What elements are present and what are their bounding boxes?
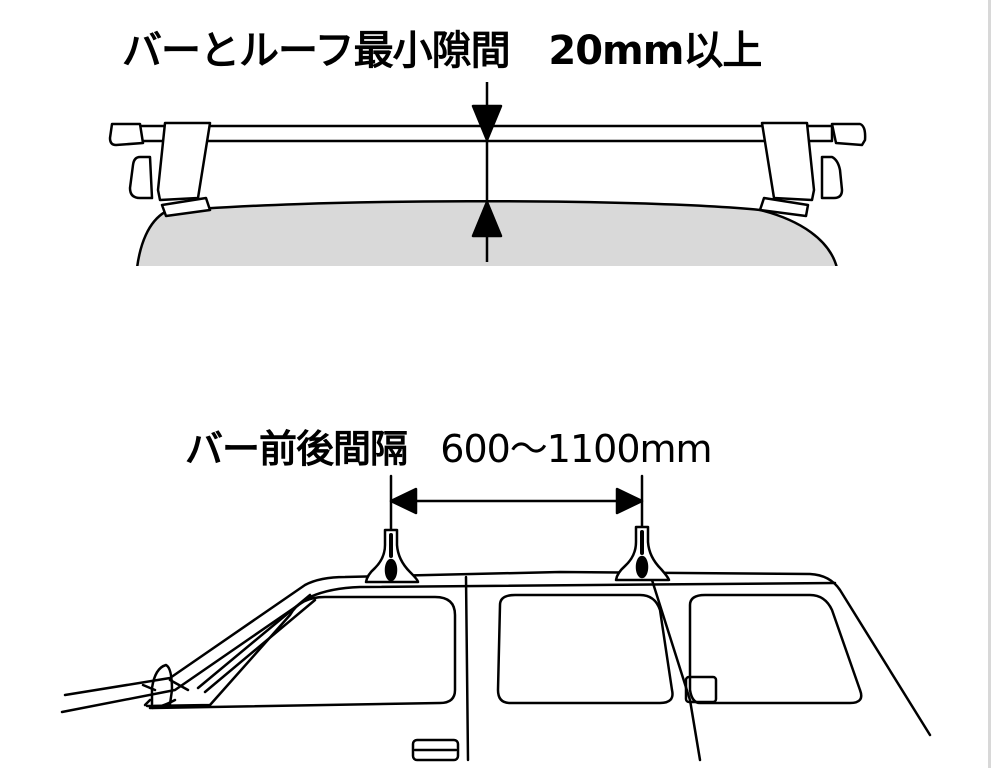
left-foot xyxy=(156,121,212,202)
car-roof xyxy=(63,570,932,737)
front-window xyxy=(143,698,152,707)
rear-window-1 xyxy=(496,593,674,705)
right-foot xyxy=(760,121,816,202)
door-handle xyxy=(411,738,460,762)
spacing-label: バー前後間隔 xyxy=(185,427,408,471)
right-foot-side xyxy=(820,155,844,200)
right-pad xyxy=(758,196,810,218)
right-end-cap xyxy=(830,122,867,147)
arrow-down-icon xyxy=(471,104,503,142)
side-mirror xyxy=(150,663,174,706)
clearance-title: バーとルーフ最小隙間 20mm以上 xyxy=(122,18,762,76)
arrow-up-icon xyxy=(471,200,503,238)
front-rack-foot xyxy=(364,528,420,584)
clearance-label: バーとルーフ最小隙間 xyxy=(122,28,511,74)
spacing-value: 600〜1100mm xyxy=(440,427,712,471)
left-end-cap xyxy=(108,122,145,147)
rear-rack-foot xyxy=(614,525,671,582)
arrow-right-icon xyxy=(615,487,644,515)
page-edge xyxy=(988,0,991,768)
spacing-title: バー前後間隔 600〜1100mm xyxy=(185,418,713,473)
rear-door-handle xyxy=(684,675,718,704)
arrow-left-icon xyxy=(389,487,418,515)
left-pad xyxy=(160,196,212,218)
clearance-value: 20mm以上 xyxy=(548,28,762,74)
left-foot-side xyxy=(128,155,154,200)
